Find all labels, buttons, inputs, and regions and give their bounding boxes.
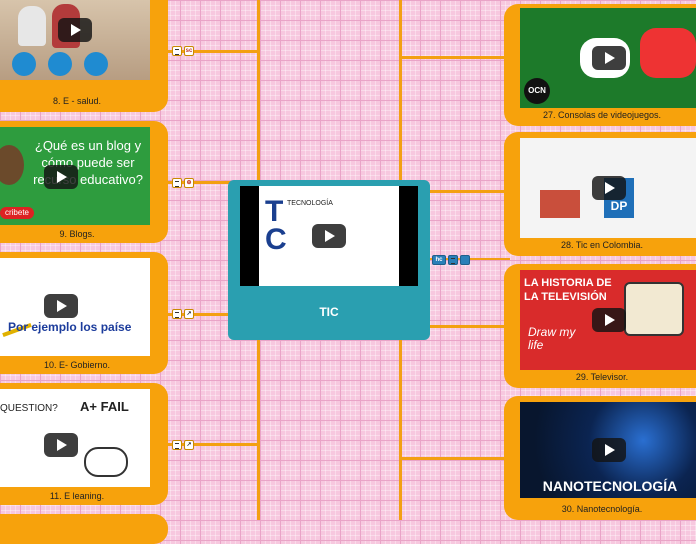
link-icon[interactable]: ⊕ xyxy=(184,178,194,188)
tv-illustration xyxy=(624,282,684,336)
connector-8 xyxy=(168,50,259,53)
subscribe-button[interactable]: cribete xyxy=(0,207,34,219)
play-button[interactable] xyxy=(592,308,626,332)
cloud-icon xyxy=(84,447,128,477)
topic-card-televisor[interactable]: LA HISTORIA DE LA TELEVISIÓN Draw my lif… xyxy=(504,264,696,388)
connector-11 xyxy=(168,443,259,446)
play-button[interactable] xyxy=(44,165,78,189)
tecnologia-text: TECNOLOGÍA xyxy=(287,200,333,207)
topic-caption: 29. Televisor. xyxy=(575,372,629,382)
link-icon[interactable] xyxy=(460,255,470,265)
play-button[interactable] xyxy=(44,433,78,457)
topic-card-e-salud[interactable]: 8. E - salud. xyxy=(0,0,168,112)
draw-my-life-text: Draw my life xyxy=(528,325,576,352)
notes-icon[interactable] xyxy=(172,46,182,56)
tag-icon[interactable]: sc xyxy=(184,46,194,56)
play-button[interactable] xyxy=(592,46,626,70)
person-figure xyxy=(18,6,46,46)
topic-caption: 28. Tic en Colombia. xyxy=(560,240,644,250)
house-illustration xyxy=(540,190,580,218)
central-title: TIC xyxy=(319,305,339,319)
video-thumbnail[interactable]: QUESTION? A+ FAIL xyxy=(0,389,150,487)
notes-icon[interactable] xyxy=(172,178,182,188)
card-icon-row: ↗ xyxy=(172,440,194,450)
topic-card-e-gobierno[interactable]: Por ejemplo los paíse 10. E- Gobierno. xyxy=(0,252,168,374)
controller-image xyxy=(640,28,696,78)
connector-27 xyxy=(399,56,507,59)
connector-10 xyxy=(168,313,259,316)
link-icon[interactable]: ↗ xyxy=(184,440,194,450)
notes-icon[interactable] xyxy=(172,440,182,450)
topic-caption: 30. Nanotecnología. xyxy=(561,504,643,514)
notes-icon[interactable] xyxy=(172,309,182,319)
video-thumbnail[interactable]: OCN xyxy=(520,8,696,108)
video-thumbnail[interactable]: ¿Qué es un blog y cómo puede ser recurso… xyxy=(0,127,150,225)
topic-caption: 8. E - salud. xyxy=(52,96,102,106)
connector-29 xyxy=(399,325,507,328)
video-thumbnail[interactable]: NANOTECNOLOGÍA xyxy=(520,402,696,498)
video-thumbnail[interactable]: LA HISTORIA DE LA TELEVISIÓN Draw my lif… xyxy=(520,270,696,370)
video-thumbnail[interactable]: DP xyxy=(520,138,696,238)
topic-card-blogs[interactable]: ¿Qué es un blog y cómo puede ser recurso… xyxy=(0,121,168,243)
topic-card-e-learning[interactable]: QUESTION? A+ FAIL 11. E leaning. xyxy=(0,383,168,505)
tv-history-text: LA HISTORIA DE LA TELEVISIÓN xyxy=(524,277,612,303)
play-button[interactable] xyxy=(592,438,626,462)
card-icon-row: sc xyxy=(172,46,194,56)
video-thumbnail[interactable]: Por ejemplo los paíse xyxy=(0,258,150,356)
stethoscope-icon xyxy=(48,52,72,76)
topic-caption: 27. Consolas de videojuegos. xyxy=(542,110,662,120)
play-button[interactable] xyxy=(58,18,92,42)
connector-28 xyxy=(399,190,507,193)
country-text: Por ejemplo los paíse xyxy=(8,320,132,334)
grade-text: A+ FAIL xyxy=(80,399,129,414)
lightbulb-icon xyxy=(84,52,108,76)
notes-icon[interactable] xyxy=(448,255,458,265)
connector-30 xyxy=(399,457,507,460)
topic-caption: 11. E leaning. xyxy=(49,491,105,501)
card-icon-row: ↗ xyxy=(172,309,194,319)
nanotech-text: NANOTECNOLOGÍA xyxy=(542,478,678,494)
topic-caption: 9. Blogs. xyxy=(59,229,95,239)
card-icon-row: ⊕ xyxy=(172,178,194,188)
play-button[interactable] xyxy=(44,294,78,318)
connector-central xyxy=(430,258,510,260)
owl-mascot xyxy=(0,145,24,185)
play-button[interactable] xyxy=(312,224,346,248)
topic-card-tic-colombia[interactable]: DP 28. Tic en Colombia. xyxy=(504,132,696,256)
topic-card-consolas[interactable]: OCN 27. Consolas de videojuegos. xyxy=(504,4,696,126)
hc-tag-icon[interactable]: hc xyxy=(432,255,446,265)
play-button[interactable] xyxy=(592,176,626,200)
topic-caption: 10. E- Gobierno. xyxy=(43,360,111,370)
question-text: QUESTION? xyxy=(0,403,58,414)
topic-card-partial[interactable] xyxy=(0,514,168,544)
channel-logo: OCN xyxy=(524,78,550,104)
clipboard-icon xyxy=(12,52,36,76)
link-icon[interactable]: ↗ xyxy=(184,309,194,319)
connector-9 xyxy=(168,181,259,184)
video-thumbnail[interactable] xyxy=(0,0,150,80)
topic-card-nanotecnologia[interactable]: NANOTECNOLOGÍA 30. Nanotecnología. xyxy=(504,396,696,520)
central-icon-row: hc xyxy=(432,255,470,265)
